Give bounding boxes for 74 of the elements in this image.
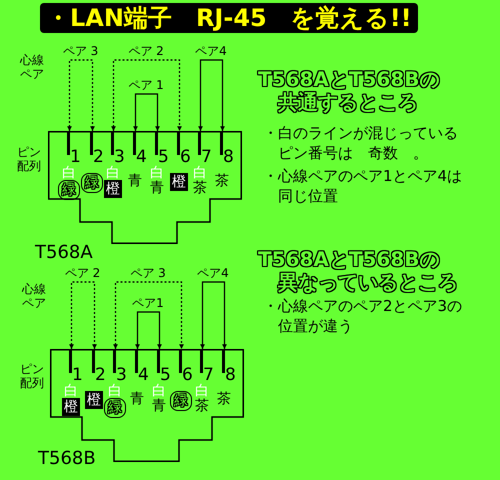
- wire-color: 橙: [62, 398, 80, 416]
- pin-number: 5: [158, 147, 169, 167]
- wire-color: 白: [63, 383, 79, 399]
- connector-outline: [48, 131, 242, 244]
- wire-color: 茶: [194, 398, 210, 414]
- standard-name: T568B: [38, 448, 96, 469]
- pair-bracket: [69, 281, 97, 349]
- pin-number: 1: [72, 365, 83, 385]
- pin-number: 7: [203, 365, 214, 385]
- pin-layout-label: ピン配列: [17, 146, 42, 174]
- wire-color: 白: [105, 165, 121, 181]
- edge-label: ペア1: [132, 296, 164, 310]
- pin-number: 6: [180, 147, 191, 167]
- wire-color: 白: [149, 165, 165, 181]
- pin-number: 8: [223, 147, 234, 167]
- edge-label: ペア4: [195, 44, 227, 58]
- title: ・LAN端子 RJ-45 を覚える!!: [40, 3, 418, 33]
- pin: [105, 349, 129, 417]
- pin-number: 1: [70, 147, 81, 167]
- wire-color: 緑: [104, 398, 126, 418]
- wire-color: 白: [107, 383, 123, 399]
- pin-number: 5: [160, 365, 171, 385]
- pin-number: 3: [114, 147, 125, 167]
- edge-label: ペア 2: [64, 266, 100, 280]
- pin: [171, 349, 195, 409]
- bullet-note: ・心線ペアのペア1とペア4は同じ位置: [263, 167, 464, 206]
- wire-color: 緑: [81, 173, 103, 193]
- edge-label: ペア 2: [128, 44, 164, 58]
- pin: [169, 131, 193, 191]
- pin-number: 3: [116, 365, 127, 385]
- pin: [59, 131, 83, 199]
- pin: [82, 131, 106, 191]
- wire-color: 緑: [58, 180, 80, 200]
- edge-label: ペア 1: [128, 78, 164, 92]
- pin-layout-label: ピン配列: [20, 363, 45, 391]
- edge-label: ペア4: [197, 266, 229, 280]
- wire-pair-label: 心線ペア: [22, 283, 47, 311]
- pin-number: 2: [93, 147, 104, 167]
- wire-color: 橙: [85, 391, 103, 409]
- standard-name: T568A: [35, 242, 93, 263]
- wire-color: 青: [151, 398, 167, 414]
- edge-label: ペア 3: [130, 266, 166, 280]
- wire-color: 白: [61, 165, 77, 181]
- pin-number: 6: [182, 365, 193, 385]
- pair-bracket: [111, 59, 182, 131]
- bullet-note: ・白のラインが混じっているピン番号は 奇数 。: [263, 124, 459, 163]
- wire-color: 白: [151, 383, 167, 399]
- wire-color: 橙: [170, 173, 188, 191]
- pin-number: 2: [95, 365, 106, 385]
- wire-color: 白: [194, 383, 210, 399]
- heading: T568AとT568Bの共通するところ: [258, 68, 441, 114]
- wire-color: 青: [149, 180, 165, 196]
- wire-color: 茶: [216, 391, 232, 407]
- heading: T568AとT568Bの異なっているところ: [258, 248, 458, 294]
- pair-bracket: [198, 59, 225, 131]
- pair-bracket: [133, 93, 160, 131]
- pin-number: 4: [138, 365, 149, 385]
- bullet-note: ・心線ペアのペア2とペア3の位置が違う: [263, 297, 464, 336]
- edge-label: ペア 3: [62, 44, 98, 58]
- pair-bracket: [113, 281, 184, 349]
- pair-bracket: [200, 281, 227, 349]
- wire-color: 白: [192, 165, 208, 181]
- pin-number: 4: [136, 147, 147, 167]
- pair-bracket: [135, 311, 162, 349]
- wire-pair-label: 心線ペア: [20, 54, 45, 82]
- pin-number: 8: [225, 365, 236, 385]
- wire-color: 茶: [214, 173, 230, 189]
- pin-number: 7: [201, 147, 212, 167]
- wire-color: 青: [129, 391, 145, 407]
- wire-color: 橙: [104, 180, 122, 198]
- wire-color: 茶: [192, 180, 208, 196]
- pair-bracket: [67, 59, 95, 131]
- wire-color: 青: [127, 173, 143, 189]
- wire-color: 緑: [170, 391, 192, 411]
